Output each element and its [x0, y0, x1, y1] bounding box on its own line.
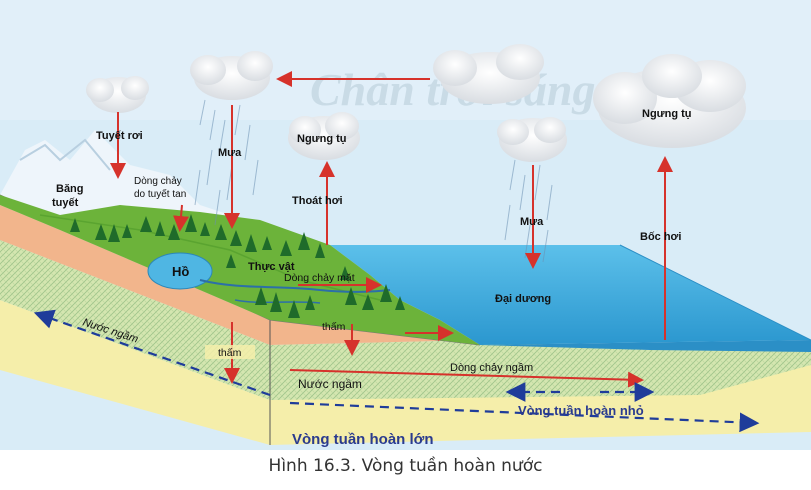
- figure-caption: Hình 16.3. Vòng tuần hoàn nước: [268, 456, 543, 476]
- label-ho: Hồ: [172, 264, 189, 279]
- arrow-big-cycle-left: [33, 309, 271, 397]
- grass-land: [0, 195, 480, 345]
- label-tham-left: thấm: [218, 347, 242, 359]
- cloud-condensation-left: [288, 112, 360, 160]
- lake: [147, 252, 213, 290]
- forest-trees: [70, 214, 405, 318]
- cloud-rain-left: [190, 51, 273, 100]
- label-tuyet-roi: Tuyết rơi: [96, 130, 143, 142]
- label-ngung-tu-left: Ngưng tụ: [297, 133, 347, 145]
- label-dong-chay-tuyet-line2: do tuyết tan: [134, 188, 186, 200]
- label-boc-hoi: Bốc hơi: [640, 231, 681, 243]
- arrow-big-cycle-right: [289, 401, 760, 433]
- cloud-snow: [86, 76, 149, 113]
- label-tham-right: thấm: [322, 321, 346, 333]
- rain-streaks: [194, 99, 553, 263]
- soil-layer: [0, 205, 270, 345]
- groundwater-layer: [270, 340, 811, 400]
- label-mua-left: Mưa: [218, 147, 242, 159]
- cloud-rain-right: [497, 117, 567, 162]
- cloud-condensation-right: [593, 54, 746, 148]
- label-mua-right: Mưa: [520, 216, 544, 228]
- arrow-snowmelt-runoff: [173, 204, 190, 232]
- label-dai-duong: Đại dương: [495, 293, 551, 305]
- label-bang: Băng: [56, 183, 84, 195]
- label-dong-chay-tuyet-line1: Dòng chảy: [134, 176, 182, 187]
- cycle-arrows: [33, 309, 760, 433]
- label-nuoc-ngam-bottom: Nước ngầm: [298, 377, 362, 391]
- cloud-top-center: [433, 44, 544, 104]
- label-dong-chay-mat: Dòng chảy mặt: [284, 272, 355, 284]
- arrow-groundwater-flow: [289, 369, 644, 388]
- label-tuyet: tuyết: [52, 197, 79, 209]
- label-thoat-hoi: Thoát hơi: [292, 195, 343, 207]
- label-dong-chay-ngam: Dòng chảy ngầm: [450, 362, 533, 374]
- label-ngung-tu-right: Ngưng tụ: [642, 108, 692, 120]
- process-arrows: [110, 71, 673, 388]
- label-vong-tuan-hoan-lon: Vòng tuần hoàn lớn: [292, 431, 433, 448]
- label-thuc-vat: Thực vật: [248, 261, 295, 273]
- ocean: [330, 245, 811, 345]
- label-vong-tuan-hoan-nho: Vòng tuần hoàn nhỏ: [518, 403, 644, 418]
